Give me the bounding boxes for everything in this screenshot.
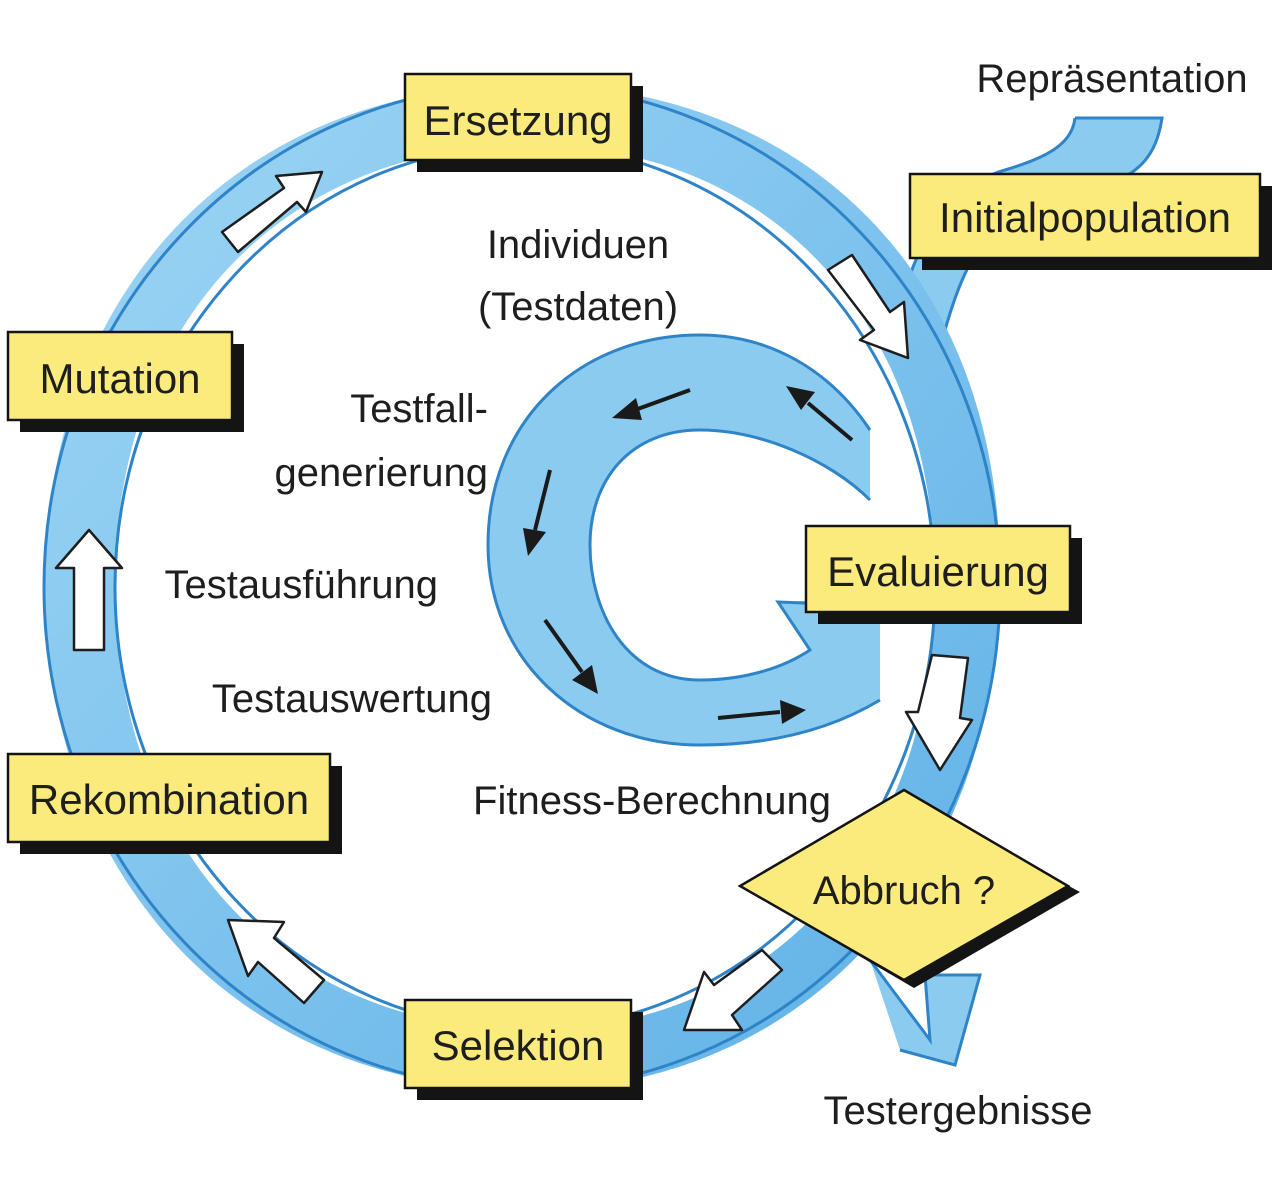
spiral-arrow-5 [717,700,806,724]
stage-abbruch-label: Abbruch ? [813,869,995,913]
stage-evaluierung: Evaluierung [804,524,1082,624]
spiral-arrow-3 [523,469,552,556]
stage-selektion-label: Selektion [432,1022,605,1069]
flow-arrows-outer [54,170,974,1032]
arrow-initial-to-evaluierung [826,253,910,360]
inner-evaluation-spiral [486,333,881,747]
stage-mutation: Mutation [6,330,244,432]
stage-initialpopulation-label: Initialpopulation [939,194,1231,241]
stage-rekombination: Rekombination [6,752,342,854]
label-generierung: generierung [275,451,489,495]
label-testauswertung: Testauswertung [212,677,492,721]
label-testfall: Testfall- [350,387,488,431]
flow-arrows-spiral [523,386,854,724]
label-repraesentation: Repräsentation [976,57,1247,101]
stage-ersetzung-label: Ersetzung [423,97,612,144]
spiral-arrow-2 [612,388,691,420]
label-individuen: Individuen [487,223,669,267]
stage-ersetzung: Ersetzung [403,72,643,172]
label-testausfuehrung: Testausführung [164,563,438,607]
stage-rekombination-label: Rekombination [29,776,309,823]
stage-initialpopulation: Initialpopulation [908,172,1272,270]
arrow-rekombination-to-mutation [54,528,124,652]
free-labels: Repräsentation Individuen (Testdaten) Te… [164,57,1247,1133]
stage-abbruch-decision: Abbruch ? [737,788,1080,988]
arrow-abbruch-to-selektion [682,948,784,1032]
arrow-mutation-to-ersetzung [220,170,324,254]
stage-evaluierung-label: Evaluierung [827,548,1049,595]
label-testergebnisse: Testergebnisse [823,1089,1092,1133]
stage-mutation-label: Mutation [39,355,200,402]
spiral-arrow-4 [543,618,598,694]
label-fitness-berechnung: Fitness-Berechnung [473,779,831,823]
label-testdaten: (Testdaten) [478,285,678,329]
arrow-selektion-to-rekombination [226,918,326,1005]
stage-selektion: Selektion [403,998,643,1100]
arrow-evaluierung-to-abbruch [904,653,974,772]
spiral-arrow-1 [786,386,854,442]
